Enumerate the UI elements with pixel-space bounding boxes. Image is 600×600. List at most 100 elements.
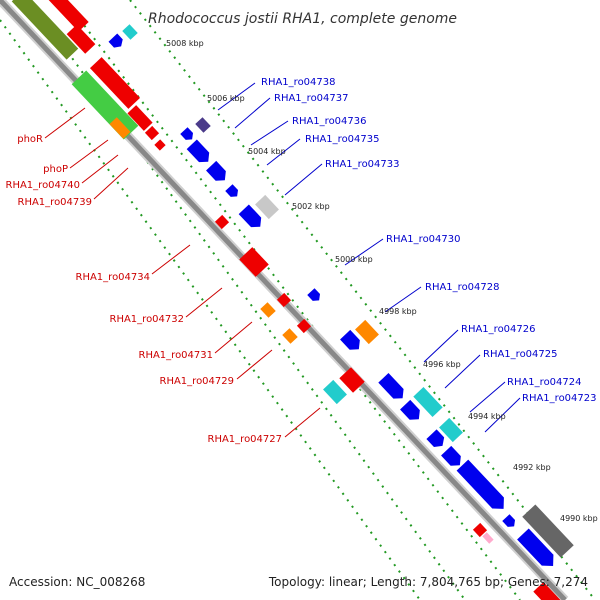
gene-arrow[interactable] (255, 194, 279, 220)
tick-label: 4998 kbp (379, 307, 417, 316)
gene-label[interactable]: RHA1_ro04725 (483, 349, 558, 360)
gene-arrow[interactable] (180, 127, 196, 143)
position-ticks: 5008 kbp 5006 kbp 5004 kbp 5002 kbp 5000… (166, 39, 598, 523)
gene-label[interactable]: RHA1_ro04737 (274, 93, 349, 104)
gene-arrow[interactable] (238, 204, 266, 231)
gene-arrow[interactable] (66, 24, 96, 54)
gene-features (11, 0, 574, 600)
leader-line (444, 354, 481, 389)
gene-label[interactable]: RHA1_ro04728 (425, 282, 500, 293)
gene-arrow[interactable] (276, 292, 292, 308)
gene-label[interactable]: phoR (17, 134, 43, 145)
reverse-leader-lines (44, 107, 321, 438)
forward-leader-lines (217, 82, 521, 433)
gene-arrow[interactable] (89, 57, 141, 109)
leader-line (69, 139, 109, 169)
guide-inner-forward (64, 0, 521, 600)
leader-line (93, 167, 129, 200)
gene-label[interactable]: RHA1_ro04727 (208, 434, 283, 445)
leader-line (185, 287, 223, 318)
gene-label[interactable]: RHA1_ro04724 (507, 377, 582, 388)
gene-label[interactable]: phoP (43, 164, 68, 175)
gene-arrow[interactable] (378, 373, 407, 403)
gene-label[interactable]: RHA1_ro04735 (305, 134, 380, 145)
guide-inner-reverse (29, 0, 466, 600)
gene-label[interactable]: RHA1_ro04731 (139, 350, 214, 361)
gene-label[interactable]: RHA1_ro04739 (18, 197, 93, 208)
leader-line (423, 329, 459, 363)
gene-label[interactable]: RHA1_ro04734 (76, 272, 151, 283)
gene-arrow[interactable] (456, 459, 510, 515)
leader-line (284, 163, 323, 196)
gene-arrow[interactable] (195, 117, 211, 133)
leader-line (344, 238, 384, 266)
gene-label[interactable]: RHA1_ro04726 (461, 324, 536, 335)
gene-label[interactable]: RHA1_ro04729 (160, 376, 235, 387)
gene-label[interactable]: RHA1_ro04730 (386, 234, 461, 245)
leader-line (469, 381, 506, 413)
accession-text: Accession: NC_008268 (9, 575, 145, 589)
gene-arrow[interactable] (11, 0, 79, 60)
gene-arrow[interactable] (127, 105, 153, 131)
gene-arrow[interactable] (441, 445, 465, 470)
gene-arrow[interactable] (71, 70, 139, 140)
genome-title: Rhodococcus jostii RHA1, complete genome (148, 11, 457, 27)
gene-arrow[interactable] (144, 125, 160, 141)
guide-outer-forward (129, 0, 596, 600)
gene-arrow[interactable] (239, 247, 269, 277)
leader-line (234, 97, 271, 129)
gene-arrow[interactable] (439, 417, 463, 443)
gene-arrow[interactable] (522, 504, 574, 558)
leader-line (266, 138, 301, 166)
tick-label: 5000 kbp (335, 255, 373, 264)
gene-arrow[interactable] (400, 399, 424, 424)
gene-label[interactable]: RHA1_ro04723 (522, 393, 597, 404)
gene-arrow[interactable] (482, 532, 494, 544)
gene-arrow[interactable] (214, 214, 230, 230)
gene-arrow[interactable] (472, 522, 488, 538)
leader-line (484, 397, 521, 433)
gene-arrow[interactable] (426, 429, 447, 450)
leader-line (81, 154, 119, 184)
gene-label[interactable]: RHA1_ro04733 (325, 159, 400, 170)
tick-label: 5002 kbp (292, 202, 330, 211)
gene-arrow[interactable] (109, 117, 131, 139)
gene-arrow[interactable] (307, 288, 323, 304)
gene-arrow[interactable] (122, 24, 138, 40)
gene-arrow[interactable] (108, 33, 126, 51)
gene-arrow[interactable] (206, 160, 230, 185)
leader-line (250, 120, 289, 146)
tick-label: 4996 kbp (423, 360, 461, 369)
gene-arrow[interactable] (502, 514, 518, 530)
forward-gene-labels: RHA1_ro04738 RHA1_ro04737 RHA1_ro04736 R… (261, 77, 597, 404)
leader-line (214, 321, 253, 354)
tick-label: 5006 kbp (207, 94, 245, 103)
gene-arrow[interactable] (323, 379, 347, 405)
tick-label: 4992 kbp (513, 463, 551, 472)
genome-summary-text: Topology: linear; Length: 7,804,765 bp; … (268, 575, 588, 589)
gene-label[interactable]: RHA1_ro04740 (6, 180, 81, 191)
gene-label[interactable]: RHA1_ro04736 (292, 116, 367, 127)
gene-arrow[interactable] (355, 319, 379, 345)
gene-arrow[interactable] (517, 528, 559, 572)
gene-label[interactable]: RHA1_ro04732 (110, 314, 185, 325)
gene-arrow[interactable] (533, 582, 563, 600)
leader-line (384, 286, 422, 313)
gene-arrow[interactable] (225, 184, 241, 200)
gene-label[interactable]: RHA1_ro04738 (261, 77, 336, 88)
gene-arrow[interactable] (37, 0, 89, 32)
gene-arrow[interactable] (340, 329, 364, 354)
gene-arrow[interactable] (296, 318, 312, 334)
gene-arrow[interactable] (413, 387, 443, 417)
tick-label: 4994 kbp (468, 412, 506, 421)
gene-arrow[interactable] (339, 367, 365, 393)
gene-arrow[interactable] (186, 139, 214, 166)
leader-line (151, 244, 191, 275)
leader-line (284, 407, 321, 438)
gene-arrow[interactable] (260, 302, 276, 318)
gene-arrow[interactable] (282, 328, 298, 344)
reverse-gene-labels: phoR phoP RHA1_ro04740 RHA1_ro04739 RHA1… (6, 134, 283, 445)
gene-arrow[interactable] (154, 139, 166, 151)
